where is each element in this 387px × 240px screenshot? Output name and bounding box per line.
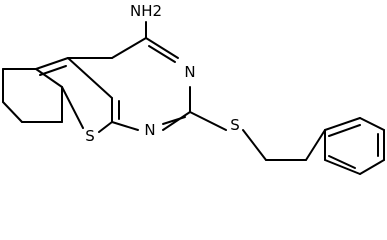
bond-ph-4 (359, 159, 385, 175)
bond-th-1 (35, 68, 63, 88)
thiophene-ring (35, 57, 113, 133)
bond-py-4b (148, 45, 176, 63)
bond-ph-2 (359, 117, 385, 131)
bond-py-6 (162, 111, 191, 131)
bond-py-6b (162, 116, 186, 125)
bond-ph-1 (324, 117, 361, 131)
bond-th-3 (35, 57, 69, 70)
bond-ph-5 (324, 159, 361, 175)
bond-s-ch2 (242, 129, 267, 161)
bond-ph-1b (328, 124, 361, 137)
bond-cp-3 (2, 101, 23, 123)
bond-th-5 (98, 121, 113, 133)
sulfur-label-ring: S (85, 127, 95, 145)
phenyl-ring (324, 117, 385, 175)
bond-ch2-ph (305, 129, 326, 161)
amine-label: NH2 (130, 2, 162, 20)
nitrogen-label-n1: N (144, 121, 155, 139)
molecule-structure: NH2 N N S S (2, 2, 385, 175)
bond-ph-5b (328, 155, 356, 169)
pyrimidine-ring (67, 37, 191, 131)
bond-py-3 (111, 37, 147, 59)
phenethylthio-chain (189, 111, 326, 161)
nitrogen-label-n3: N (184, 63, 195, 81)
cyclopentane-ring (2, 68, 63, 123)
bond-th-6 (67, 57, 113, 99)
bond-py-4 (145, 37, 179, 59)
bond-th-4 (61, 86, 84, 129)
bond-c2-s (189, 111, 227, 131)
bond-py-7 (111, 121, 139, 131)
sulfur-label-thioether: S (230, 116, 240, 134)
bond-th-3b (39, 65, 67, 76)
